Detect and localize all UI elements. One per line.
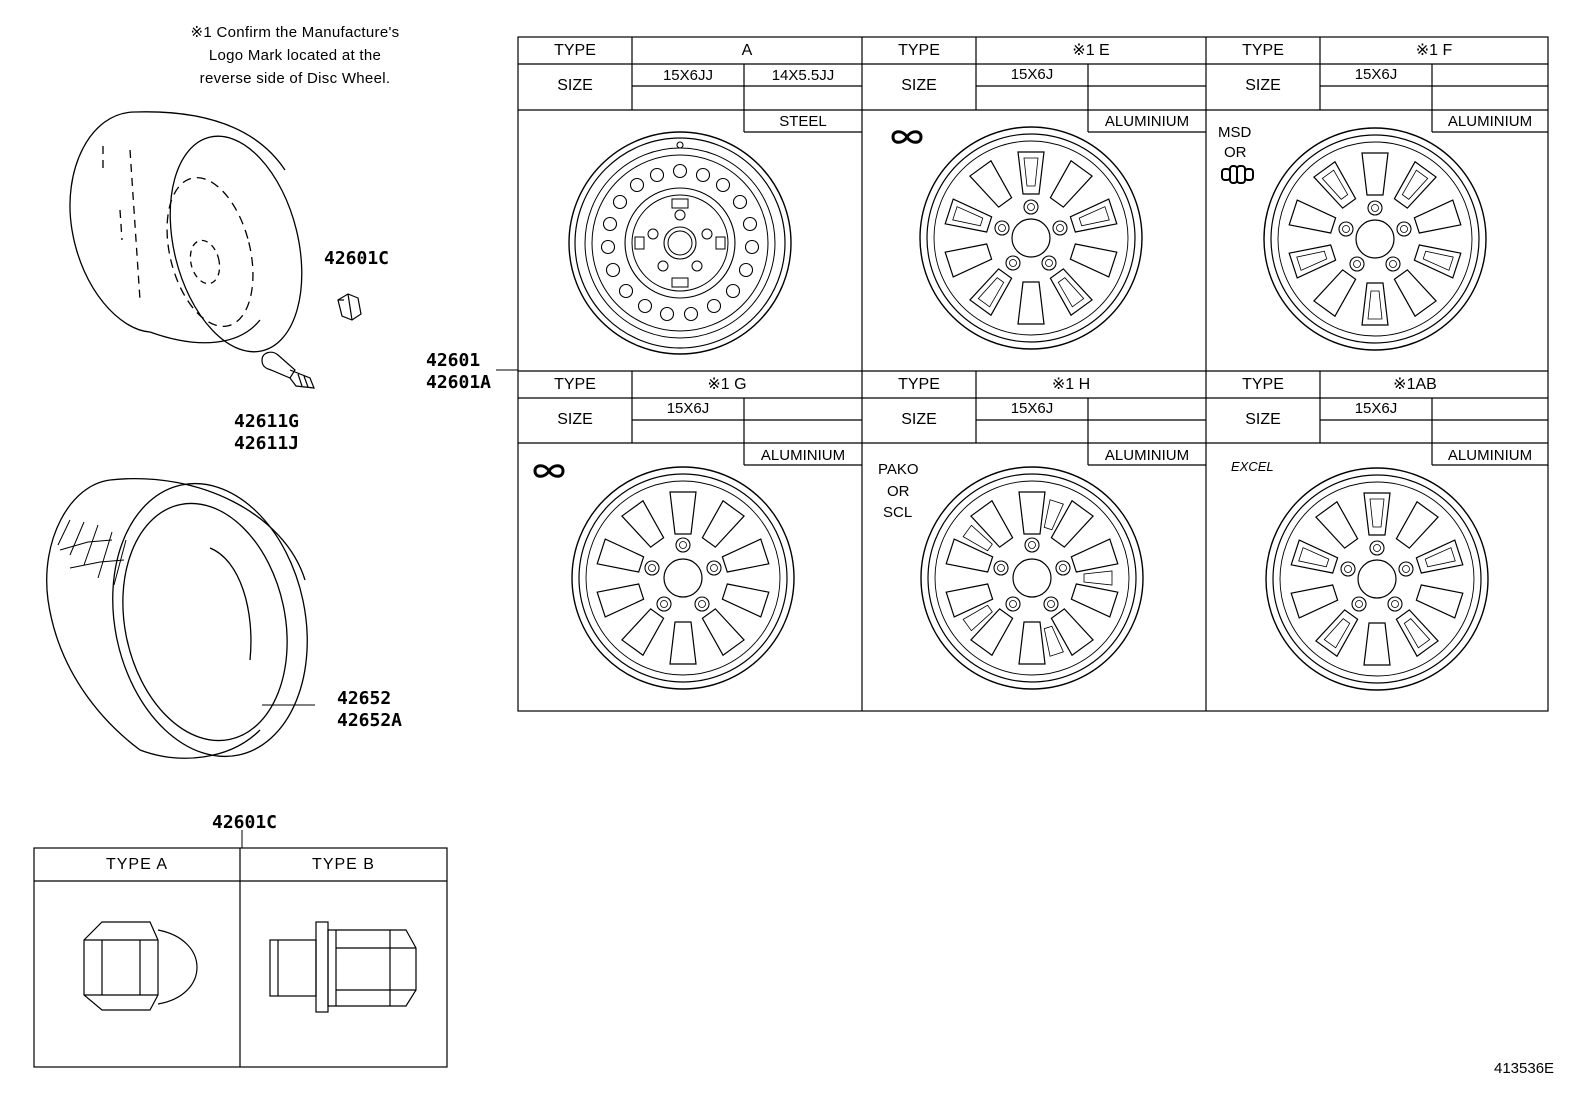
logo-scl-text: SCL (883, 504, 913, 521)
logo-msd-text: MSD (1218, 124, 1252, 141)
material-g: ALUMINIUM (760, 447, 846, 464)
size-label-f: SIZE (1245, 77, 1281, 94)
part-number-42652a: 42652A (337, 710, 403, 731)
steel-wheel-holes (600, 141, 760, 322)
note-line-2: Logo Mark located at the (208, 47, 382, 64)
size-value-f: 15X6J (1354, 66, 1398, 83)
tire-assembly-drawing (69, 111, 303, 353)
note-line-3: reverse side of Disc Wheel. (199, 70, 391, 87)
lug-nut-small-drawing (337, 293, 362, 321)
size-value-e: 15X6J (1010, 66, 1054, 83)
infinity-logo-icon (533, 464, 565, 478)
logo-or-text: OR (1224, 144, 1247, 161)
type-label-e: TYPE (898, 42, 940, 59)
wheel-type-h-drawing (920, 466, 1144, 690)
logo-or-text-2: OR (887, 483, 910, 500)
wheel-type-a-drawing (568, 131, 792, 355)
type-label-ab: TYPE (1242, 376, 1284, 393)
size-value-g: 15X6J (666, 400, 710, 417)
nut-type-table (33, 847, 448, 1068)
material-f: ALUMINIUM (1447, 113, 1533, 130)
part-number-42601a: 42601A (426, 372, 492, 393)
size-label-g: SIZE (557, 411, 593, 428)
size-value-a-2: 14X5.5JJ (771, 67, 835, 84)
nut-type-b-header: TYPE B (312, 856, 375, 873)
part-number-42601c: 42601C (324, 248, 390, 269)
nut-type-a-header: TYPE A (105, 856, 169, 873)
logo-pako-text: PAKO (878, 461, 919, 478)
size-label-e: SIZE (901, 77, 937, 94)
wheel-type-ab-drawing (1265, 467, 1489, 691)
manufacturer-logo-note: ※1 Confirm the Manufacture's Logo Mark l… (160, 21, 430, 90)
type-value-f: ※1 F (1415, 42, 1453, 59)
material-e: ALUMINIUM (1104, 113, 1190, 130)
material-ab: ALUMINIUM (1447, 447, 1533, 464)
type-value-e: ※1 E (1072, 42, 1110, 59)
type-value-h: ※1 H (1051, 376, 1091, 393)
part-number-42601c-table: 42601C (212, 812, 278, 833)
note-line-1: ※1 Confirm the Manufacture's (190, 24, 400, 41)
wheel-type-table (517, 36, 1549, 712)
lug-nut-type-b-drawing (269, 921, 417, 1013)
msd-logo-icon (1221, 165, 1254, 184)
type-label-g: TYPE (554, 376, 596, 393)
material-h: ALUMINIUM (1104, 447, 1190, 464)
wheel-type-g-drawing (571, 466, 795, 690)
type-label-h: TYPE (898, 376, 940, 393)
type-value-ab: ※1AB (1393, 376, 1437, 393)
part-number-42601: 42601 (426, 350, 481, 371)
size-label-a: SIZE (557, 77, 593, 94)
part-number-42652: 42652 (337, 688, 392, 709)
type-value-a: A (741, 42, 753, 59)
leader-lines (241, 369, 518, 848)
part-number-42611g: 42611G (234, 411, 300, 432)
lug-nut-type-a-drawing (83, 921, 198, 1011)
material-a: STEEL (779, 113, 827, 130)
wheel-type-f-drawing (1263, 127, 1487, 351)
tire-drawing (46, 478, 308, 759)
valve-stem-drawing (261, 351, 315, 389)
type-label-f: TYPE (1242, 42, 1284, 59)
part-number-42611j: 42611J (234, 433, 300, 454)
logo-excel-text: EXCEL (1231, 459, 1274, 474)
wheel-type-e-drawing (919, 126, 1143, 350)
size-value-h: 15X6J (1010, 400, 1054, 417)
size-label-h: SIZE (901, 411, 937, 428)
size-value-ab: 15X6J (1354, 400, 1398, 417)
diagram-reference-number: 413536E (1494, 1060, 1555, 1077)
infinity-logo-icon (891, 130, 923, 144)
size-value-a-1: 15X6JJ (662, 67, 714, 84)
type-value-g: ※1 G (707, 376, 747, 393)
size-label-ab: SIZE (1245, 411, 1281, 428)
type-label-a: TYPE (554, 42, 596, 59)
